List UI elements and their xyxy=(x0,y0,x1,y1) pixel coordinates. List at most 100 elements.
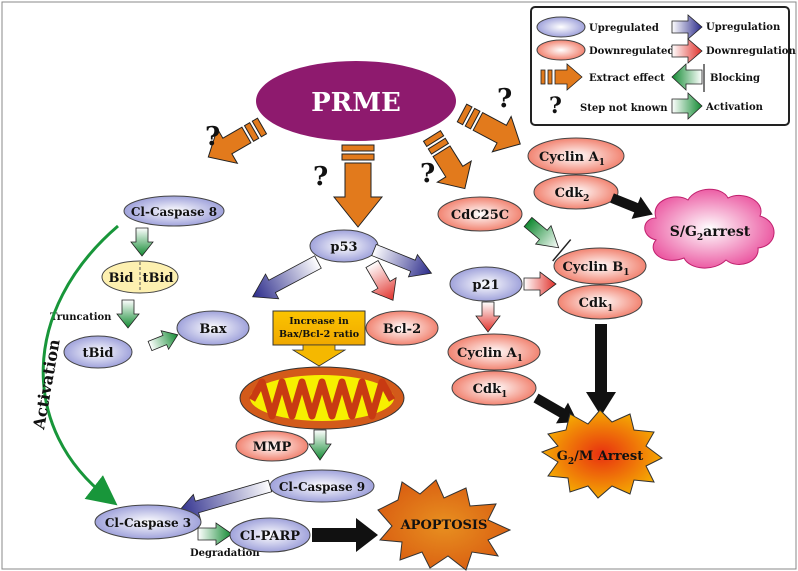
sg2-suffix: arrest xyxy=(703,224,751,240)
legend-upregulation-label: Upregulation xyxy=(706,22,781,33)
svg-text:S/G2arrest: S/G2arrest xyxy=(670,224,751,243)
degradation-label: Degradation xyxy=(190,548,260,559)
legend-upregulated-swatch xyxy=(536,16,586,38)
cyclin-a1-mid-node: Cyclin A1 xyxy=(447,333,541,371)
bax-node: Bax xyxy=(176,310,250,346)
tbid-node: tBid xyxy=(63,335,133,369)
extract-arrow-to-caspase8 xyxy=(207,117,268,165)
legend-extract-effect-arrow xyxy=(540,63,583,91)
activation-arrow xyxy=(130,227,154,257)
cyclin-a1-mid-subscript: 1 xyxy=(517,354,523,364)
cyclin-b1-subscript: 1 xyxy=(623,268,629,278)
cl-parp-node: Cl-PARP xyxy=(229,517,311,553)
unknown-step-mark: ? xyxy=(497,84,512,114)
g2m-subscript: 2 xyxy=(568,457,574,467)
activation-arrow xyxy=(308,429,332,461)
p53-label: p53 xyxy=(330,240,357,255)
cdk1-right-subscript: 1 xyxy=(607,304,613,314)
truncation-label: Truncation xyxy=(50,312,112,323)
cyclin-b1-label: Cyclin B xyxy=(563,260,624,275)
svg-text:Cyclin A1: Cyclin A1 xyxy=(539,150,605,168)
cdk1-mid-node: Cdk1 xyxy=(451,370,537,406)
degradation-arrow xyxy=(197,522,233,546)
activation-arrow xyxy=(147,330,179,352)
cdc25c-label: CdC25C xyxy=(451,208,509,223)
cdk2-subscript: 2 xyxy=(583,194,589,204)
upregulation-arrow xyxy=(252,255,322,300)
cl-caspase-9-node: Cl-Caspase 9 xyxy=(269,469,375,503)
extract-arrow-to-cyclin-a1 xyxy=(456,103,521,153)
tbid-label: tBid xyxy=(82,346,113,361)
bid-tbid-node: Bid tBid xyxy=(101,260,179,294)
legend-downregulation-label: Downregulation xyxy=(706,46,796,57)
legend-downregulated-label: Downregulated xyxy=(589,46,674,57)
bcl-2-label: Bcl-2 xyxy=(383,322,421,337)
cdc25c-node: CdC25C xyxy=(437,196,523,232)
bax-label: Bax xyxy=(199,322,226,337)
legend-upregulated-label: Upregulated xyxy=(589,23,659,34)
blocking-arrow xyxy=(523,216,572,262)
unknown-step-mark: ? xyxy=(420,159,435,189)
legend-upregulation-arrow xyxy=(671,14,703,40)
prme-label: PRME xyxy=(311,88,401,118)
downregulation-arrow xyxy=(475,301,501,333)
svg-text:Cyclin B1: Cyclin B1 xyxy=(563,260,630,278)
tbid-inner-label: tBid xyxy=(142,271,173,286)
bax-bcl2-ratio-box: Increase in Bax/Bcl-2 ratio xyxy=(272,310,366,367)
svg-text:Cdk1: Cdk1 xyxy=(473,382,508,400)
bid-label: Bid xyxy=(108,271,133,286)
prme-node: PRME xyxy=(256,61,456,141)
p53-node: p53 xyxy=(309,229,379,263)
black-arrow-to-g2m xyxy=(586,324,616,416)
legend-blocking-arrow xyxy=(671,63,703,91)
upregulation-arrow xyxy=(371,243,433,278)
cdk2-node: Cdk2 xyxy=(533,174,619,210)
cl-caspase-9-label: Cl-Caspase 9 xyxy=(279,480,365,494)
svg-text:G2/M Arrest: G2/M Arrest xyxy=(557,449,643,467)
cyclin-a1-mid-label: Cyclin A xyxy=(457,346,518,361)
legend-downregulated-swatch xyxy=(536,39,586,61)
sg2-arrest-cloud: S/G2arrest xyxy=(644,188,775,269)
cdk1-mid-label: Cdk xyxy=(473,382,502,397)
cyclin-a1-top-node: Cyclin A1 xyxy=(527,137,625,175)
downregulation-arrow xyxy=(523,271,557,297)
g2m-suffix: /M Arrest xyxy=(574,449,643,464)
p21-node: p21 xyxy=(449,266,523,302)
legend: Upregulated Downregulated Upregulation D… xyxy=(530,6,796,126)
legend-downregulation-arrow xyxy=(671,38,703,64)
sg2-subscript: 2 xyxy=(697,233,703,243)
extract-arrow-to-p53 xyxy=(332,144,384,228)
cl-caspase-3-label: Cl-Caspase 3 xyxy=(105,516,191,530)
upregulation-arrow xyxy=(177,479,273,521)
cyclin-a1-top-label: Cyclin A xyxy=(539,150,600,165)
legend-step-not-known-label: Step not known xyxy=(580,103,668,114)
legend-activation-label: Activation xyxy=(705,102,764,113)
mmp-label: MMP xyxy=(253,440,292,455)
g2m-prefix: G xyxy=(557,449,568,464)
black-arrow-to-sg2 xyxy=(610,193,653,219)
legend-question-mark: ? xyxy=(549,93,562,119)
cl-caspase-8-label: Cl-Caspase 8 xyxy=(131,205,217,219)
black-arrow-to-g2m xyxy=(533,393,578,424)
mitochondrion-icon xyxy=(239,366,405,430)
unknown-step-mark: ? xyxy=(205,122,220,152)
cl-caspase-3-node: Cl-Caspase 3 xyxy=(94,504,202,540)
p21-label: p21 xyxy=(472,278,499,293)
g2m-arrest-burst: G2/M Arrest xyxy=(540,409,663,499)
extract-arrow-to-cdc25c xyxy=(422,130,472,190)
truncation-arrow xyxy=(116,299,140,329)
ratio-box-line-1: Increase in xyxy=(289,316,349,327)
cl-parp-label: Cl-PARP xyxy=(240,529,300,544)
cyclin-b1-node: Cyclin B1 xyxy=(553,247,647,285)
legend-extract-effect-label: Extract effect xyxy=(589,73,665,84)
ratio-box-line-2: Bax/Bcl-2 ratio xyxy=(279,329,359,340)
cdk1-right-label: Cdk xyxy=(579,296,608,311)
bcl-2-node: Bcl-2 xyxy=(365,310,439,346)
apoptosis-burst: APOPTOSIS xyxy=(377,479,512,571)
svg-text:Cdk1: Cdk1 xyxy=(579,296,614,314)
sg2-prefix: S/G xyxy=(670,224,697,240)
svg-text:Cdk2: Cdk2 xyxy=(555,186,590,204)
black-arrow-to-apoptosis xyxy=(312,518,378,552)
legend-blocking-label: Blocking xyxy=(710,73,760,84)
